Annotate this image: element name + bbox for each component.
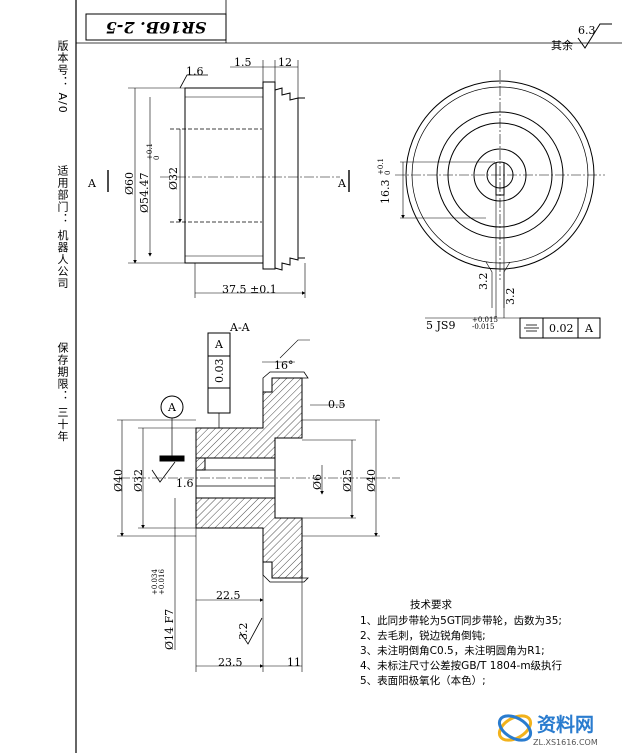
section-d32-left: Ø32 [132, 468, 145, 492]
retention-label: 保存期限： 三十年 [56, 342, 69, 443]
side-rough-3-2-b: 3.2 [504, 287, 517, 306]
symmetry-value: 0.02 [549, 322, 574, 335]
side-view [395, 70, 605, 339]
front-dim-1-5: 1.5 [234, 56, 252, 69]
section-mark-right: A [338, 177, 346, 190]
side-keyway: 5 JS9 [426, 319, 456, 332]
note-item: 1、此同步带轮为5GT同步带轮，齿数为35; [360, 615, 562, 627]
front-dim-d32: Ø32 [167, 166, 180, 190]
datum-a-label: A [168, 401, 176, 414]
section-len-23-5: 23.5 [218, 656, 243, 669]
front-view [107, 60, 350, 298]
section-d25: Ø25 [341, 468, 354, 492]
front-dim-d54: Ø54.47 [138, 172, 151, 213]
roughness-symbol [577, 23, 612, 49]
watermark: 资料网 ZL.XS1616.COM [495, 708, 617, 750]
symmetry-datum: A [585, 322, 593, 335]
watermark-text: 资料网 [537, 714, 595, 736]
perp-value: 0.03 [213, 358, 226, 384]
department-label: 适用部门： 机器人公司 [56, 165, 69, 290]
watermark-url: ZL.XS1616.COM [533, 738, 598, 747]
front-dim-d60: Ø60 [123, 171, 136, 195]
side-dim-16-3: 16.3 [379, 179, 392, 205]
section-title: A-A [230, 321, 250, 334]
version-label: 版本号： A/0 [56, 40, 69, 114]
side-rough-3-2-a: 3.2 [477, 272, 490, 291]
section-len-11: 11 [287, 656, 301, 669]
section-angle: 16° [274, 359, 294, 372]
notes-heading: 技术要求 [410, 599, 452, 611]
note-item: 4、未标注尺寸公差按GB/T 1804-m级执行 [360, 660, 563, 672]
front-dim-length: 37.5 ±0.1 [222, 283, 277, 296]
section-bore-tol: +0.034 +0.016 [151, 569, 166, 595]
front-dim-d54-tol: +0.1 0 [146, 143, 161, 160]
technical-notes: 技术要求 1、此同步带轮为5GT同步带轮，齿数为35; 2、去毛刺，锐边锐角倒钝… [360, 598, 562, 689]
roughness-label: 其余 [551, 39, 573, 52]
section-d6: Ø6 [311, 473, 324, 490]
note-item: 2、去毛刺，锐边锐角倒钝; [360, 630, 486, 642]
front-dim-12: 12 [278, 56, 292, 69]
roughness-value: 6.3 [578, 24, 596, 37]
section-bore: Ø14 F7 [163, 608, 176, 650]
section-mark-left: A [88, 177, 96, 190]
drawing-code: SR16B. 2-5 [105, 18, 207, 37]
perp-datum: A [215, 338, 223, 351]
section-d40-right: Ø40 [365, 468, 378, 492]
section-rough-3-2: 3.2 [237, 622, 250, 641]
sheet-border [75, 0, 622, 753]
section-view [117, 332, 400, 672]
section-rough-1-6: 1.6 [176, 477, 194, 490]
section-gap-0-5: 0.5 [328, 398, 346, 411]
section-len-22-5: 22.5 [216, 589, 241, 602]
front-rough-1-6: 1.6 [186, 65, 204, 78]
side-keyway-tol: +0.015 -0.015 [472, 316, 498, 331]
note-item: 3、未注明倒角C0.5，未注明圆角为R1; [360, 645, 545, 657]
watermark-logo-icon [497, 714, 533, 742]
section-d40-left: Ø40 [112, 468, 125, 492]
side-dim-16-3-tol: +0.1 0 [377, 158, 392, 175]
note-item: 5、表面阳极氧化（本色）; [360, 675, 486, 687]
